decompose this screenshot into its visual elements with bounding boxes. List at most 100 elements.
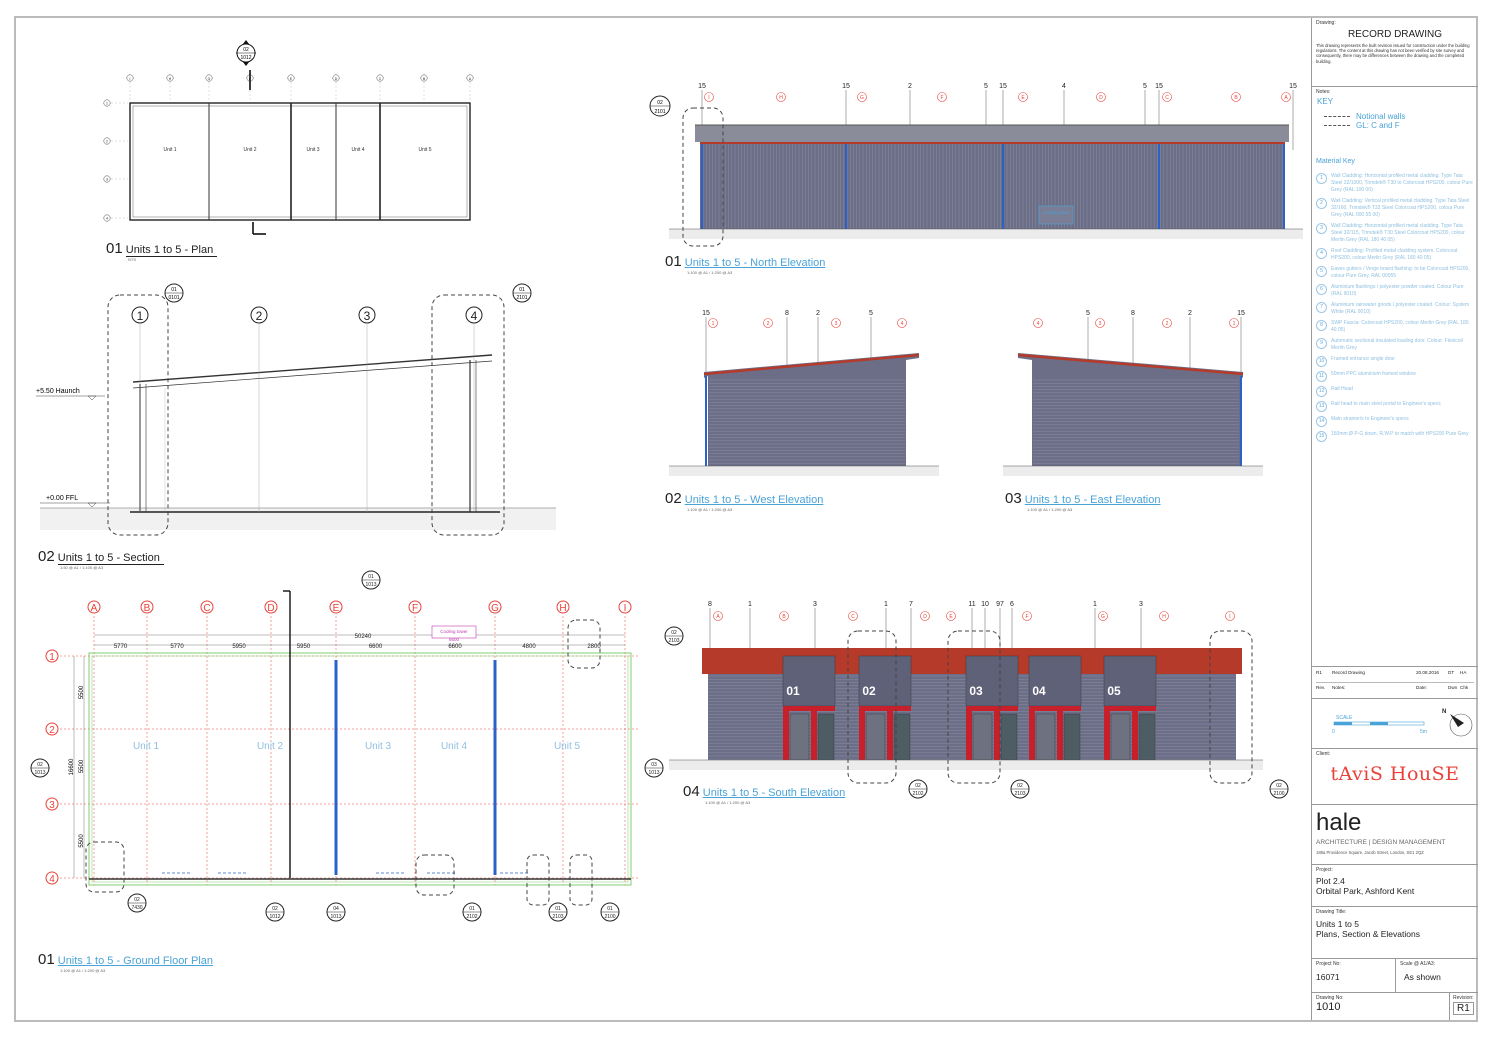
unit-label: Unit 3 (365, 741, 392, 752)
bay-dimension: 6600 (448, 644, 462, 650)
svg-text:Cooling tower: Cooling tower (440, 629, 468, 634)
row-grid-bubble (45, 649, 59, 663)
material-number-bubble: 11 (1316, 371, 1327, 382)
ref-bottom: 1013 (34, 770, 45, 776)
grid-bubble (1162, 318, 1172, 328)
grid-bubble (920, 611, 930, 621)
view-title-section: 02 Units 1 to 5 - Section 1:50 @ A1 / 1:… (38, 548, 164, 570)
material-description: Aluminium flashings / polyester powder c… (1331, 284, 1464, 297)
label: 1 (106, 102, 108, 106)
ref-top: 03 (651, 762, 657, 768)
ref-bottom: 7430 (131, 905, 142, 911)
section-grid-bubble (358, 306, 376, 324)
material-tag: 2 (1188, 310, 1192, 317)
grid-bubble (1022, 611, 1032, 621)
material-tag: 11 (968, 601, 975, 608)
material-tag: 8 (708, 601, 712, 608)
grid-bubble (1229, 318, 1239, 328)
svg-text:01: 01 (171, 287, 177, 293)
unit-label: Unit 2 (257, 741, 284, 752)
section-callout-right[interactable]: 01 2101 (512, 283, 532, 303)
material-number-bubble: 2 (1316, 198, 1327, 209)
label: 3 (835, 321, 838, 327)
firm-panel: hale ARCHITECTURE | DESIGN MANAGEMENT 18… (1312, 804, 1478, 864)
material-tag: 8 (785, 310, 789, 317)
view-title-south[interactable]: 04 Units 1 to 5 - South Elevation 1:100 … (683, 783, 846, 805)
grid-bubble (897, 318, 907, 328)
gl-swatch (1324, 125, 1350, 126)
ref-bottom: 2100 (604, 914, 615, 920)
section-callout-left[interactable]: 01 0101 (164, 283, 184, 303)
unit-number: 03 (969, 684, 983, 698)
material-tag: 7 (909, 601, 913, 608)
entrance-door (789, 713, 810, 761)
ref-bottom: 2103 (1014, 791, 1025, 797)
material-number-bubble: 7 (1316, 302, 1327, 313)
material-tag: 2 (908, 83, 912, 90)
material-number-bubble: 14 (1316, 416, 1327, 427)
label: A (1284, 95, 1288, 101)
unit-label: Unit 1 (163, 147, 176, 153)
bay-dimension: 5770 (114, 644, 128, 650)
view-title-ground-floor[interactable]: 01 Units 1 to 5 - Ground Floor Plan 1:10… (38, 951, 214, 973)
view-title-east[interactable]: 03 Units 1 to 5 - East Elevation 1:100 @… (1005, 490, 1161, 512)
label: D (1099, 95, 1103, 101)
unit-label: Unit 5 (554, 741, 581, 752)
label: C (851, 614, 855, 620)
cooling-tower-tag (431, 625, 477, 639)
view-title-north[interactable]: 01 Units 1 to 5 - North Elevation 1:100 … (665, 253, 826, 275)
grid-bubble (1159, 611, 1169, 621)
loading-door (858, 655, 912, 707)
grid-bubble (779, 611, 789, 621)
grid-bubble (376, 74, 384, 82)
ref-bottom: 1012 (240, 55, 251, 61)
view-title-west[interactable]: 02 Units 1 to 5 - West Elevation 1:100 @… (665, 490, 824, 512)
column-grid-label: C (203, 603, 210, 614)
label: C (1165, 95, 1169, 101)
label: 4 (106, 217, 108, 221)
column-grid-bubble (618, 600, 632, 614)
row-dimension: 5500 (79, 759, 85, 773)
window (817, 713, 835, 761)
firm-logo: hale (1316, 809, 1362, 836)
drawing-status: Drawing: RECORD DRAWING This drawing rep… (1316, 20, 1470, 64)
material-description: Main strainer/s to Engineer's specs (1331, 416, 1409, 422)
material-description: Wall Cladding: Vertical profiled metal c… (1331, 198, 1470, 218)
grid-bubble (1033, 318, 1043, 328)
grid-bubble (763, 318, 773, 328)
label: A (716, 614, 720, 620)
grid-bubble (1095, 318, 1105, 328)
label: C (379, 77, 382, 81)
grid-bubble (1098, 611, 1108, 621)
row-grid-bubble (45, 797, 59, 811)
section-grid-label: 2 (256, 309, 263, 323)
svg-text:2101: 2101 (516, 295, 527, 301)
label: E (949, 614, 953, 620)
small-plan-section-ref[interactable]: 02 1012 (236, 40, 256, 66)
label: 3 (106, 178, 108, 182)
material-tag: 3 (1139, 601, 1143, 608)
north-callout[interactable]: 02 2101 (649, 95, 671, 117)
material-description: SWP Fascia: Colorcoat HPS200, colour Mer… (1331, 320, 1469, 333)
material-description: Rail head to main steel portal to Engine… (1331, 401, 1441, 407)
svg-text:01: 01 (519, 287, 525, 293)
